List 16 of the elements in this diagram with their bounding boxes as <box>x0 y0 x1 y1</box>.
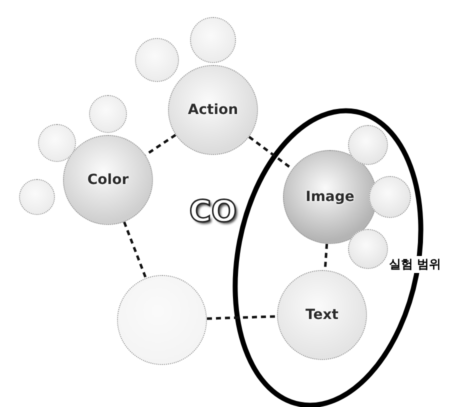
empty-circle <box>19 179 55 215</box>
range-label: 실험 범위 <box>388 256 442 273</box>
empty-circle <box>348 229 388 269</box>
empty-circle <box>38 124 76 162</box>
topic-circle: Text <box>277 270 367 360</box>
empty-circle <box>348 125 388 165</box>
empty-circle <box>190 17 236 63</box>
connector-line <box>206 315 278 320</box>
empty-circle <box>369 176 411 218</box>
empty-circle <box>135 38 179 82</box>
topic-circle: Color <box>63 135 153 225</box>
topic-circle: Action <box>168 65 258 155</box>
center-label: CO <box>189 194 237 230</box>
empty-circle <box>89 95 127 133</box>
connector-line <box>123 222 147 278</box>
topic-circle: Image <box>283 150 377 244</box>
